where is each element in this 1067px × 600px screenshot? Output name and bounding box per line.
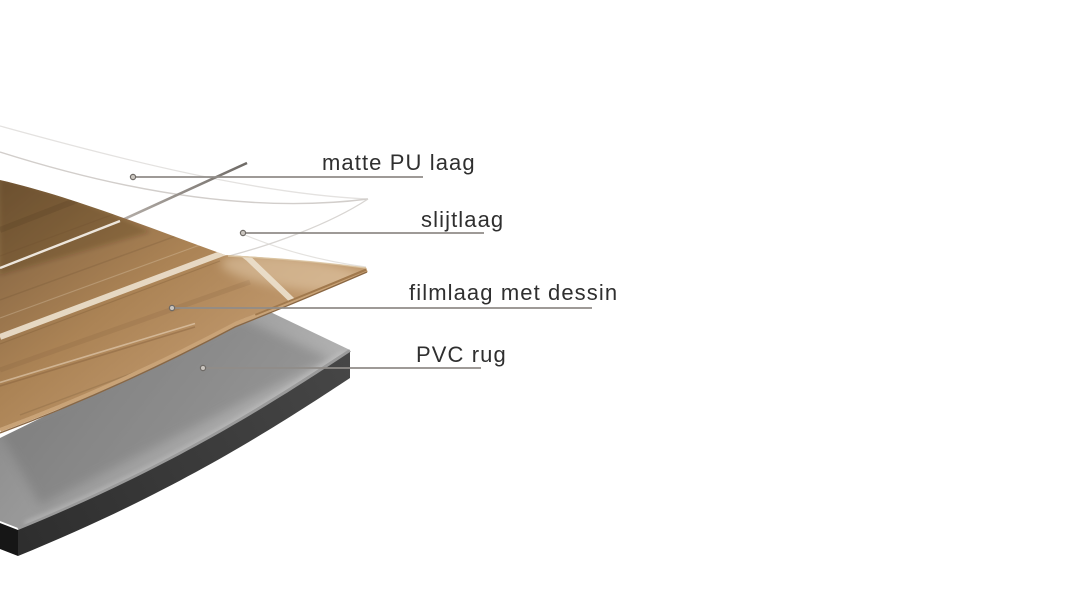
label-filmlaag-met-dessin: filmlaag met dessin [409,280,619,305]
pu-sheet-curve [0,125,369,200]
wear-sheet-curve [0,151,369,205]
pvc-backing-layer [0,309,351,556]
marker-dot-matte-pu-laag [129,173,137,181]
sheet-edge-line-over-wood [0,219,121,270]
label-slijtlaag: slijtlaag [421,207,505,232]
marker-dot-pvc-rug [199,364,207,372]
marker-dots [129,173,247,372]
slab-front-face [18,352,350,556]
plank-cast-shadow [0,318,330,505]
plank-underside-tip [254,267,367,316]
marker-dot-filmlaag [168,304,176,312]
marker-dot-slijtlaag [239,229,247,237]
leader-lines [133,176,592,369]
plank-back-edge-highlight [227,255,367,269]
slab-front-bevel [17,349,351,531]
label-pvc-rug: PVC rug [416,342,507,367]
wear-sheet-lower-curve [244,234,367,268]
sheet-edge-line [119,161,248,223]
plank-edge-shadow-line [0,271,368,434]
plank-gap-stripe-faint-dark [0,326,196,387]
label-matte-pu-laag: matte PU laag [322,150,476,175]
sheet-curl-return-curve [220,198,369,259]
wood-film-layer [0,180,368,434]
plank-gap-stripe-faint-light [0,322,196,384]
slab-left-face [0,523,18,556]
